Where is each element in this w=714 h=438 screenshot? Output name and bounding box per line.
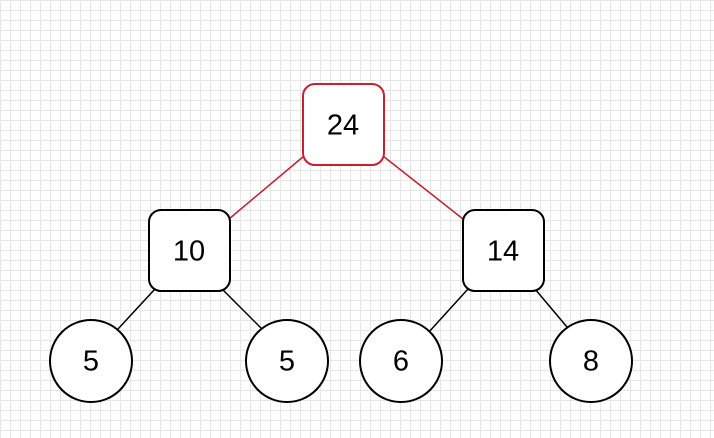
node-left-box — [148, 209, 231, 292]
edge-root-left — [228, 155, 305, 220]
node-right[interactable]: 14 — [462, 209, 545, 292]
node-leaf3-label: 6 — [393, 346, 409, 378]
node-leaf1-label: 5 — [83, 346, 99, 378]
edge-left-leaf1 — [117, 288, 156, 330]
node-leaf3[interactable]: 6 — [359, 319, 443, 403]
node-leaf1-circle — [49, 319, 133, 403]
node-leaf2[interactable]: 5 — [245, 319, 329, 403]
node-leaf4-circle — [549, 319, 633, 403]
node-leaf2-label: 5 — [279, 346, 295, 378]
node-right-box — [462, 209, 545, 292]
edge-right-leaf3 — [427, 288, 469, 334]
node-right-label: 14 — [487, 236, 519, 268]
node-leaf3-circle — [359, 319, 443, 403]
edge-right-leaf4 — [534, 288, 568, 328]
node-leaf4-label: 8 — [583, 346, 599, 378]
node-root-label: 24 — [327, 110, 359, 142]
node-root[interactable]: 24 — [302, 83, 385, 166]
node-leaf4[interactable]: 8 — [549, 319, 633, 403]
node-left-label: 10 — [173, 236, 205, 268]
node-leaf2-circle — [245, 319, 329, 403]
edge-left-leaf2 — [221, 288, 263, 330]
node-leaf1[interactable]: 5 — [49, 319, 133, 403]
node-left[interactable]: 10 — [148, 209, 231, 292]
node-root-box — [302, 83, 385, 166]
edge-root-right — [382, 155, 464, 220]
